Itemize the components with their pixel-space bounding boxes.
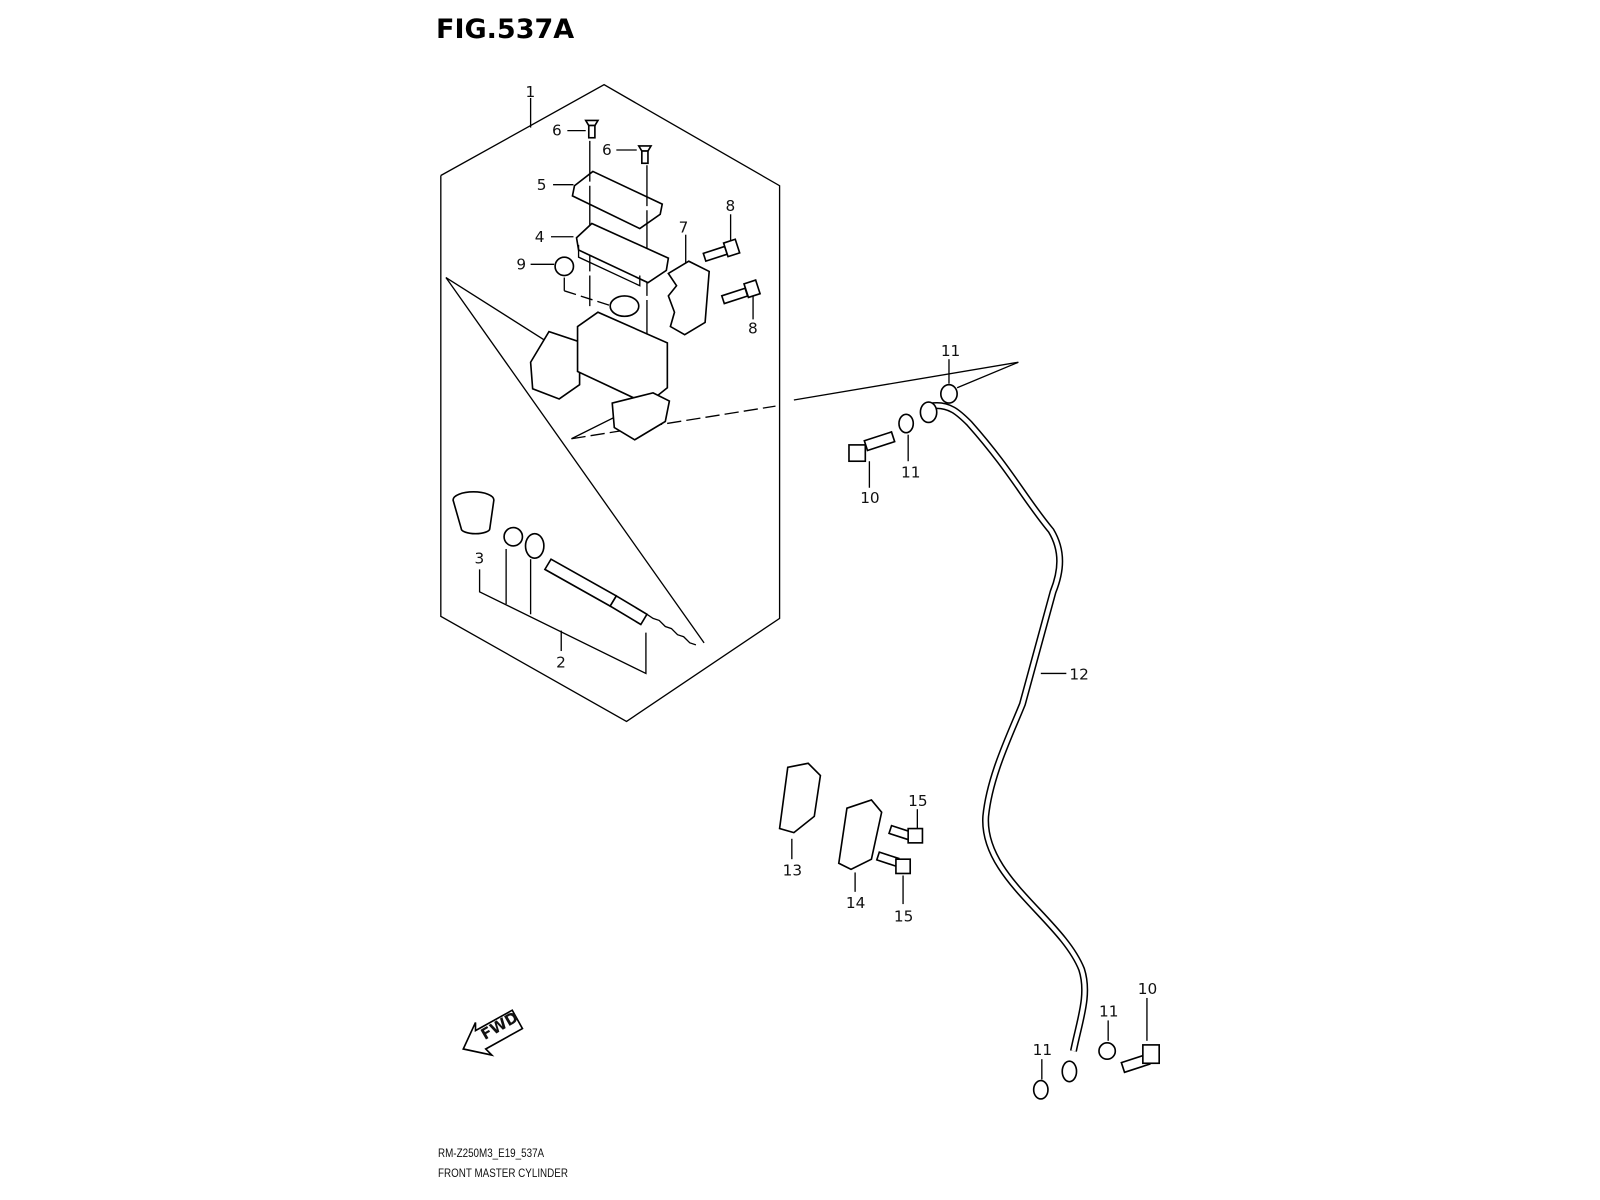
callout-8[interactable]: 8 <box>748 320 758 338</box>
figure-code: RM-Z250M3_E19_537A <box>438 1146 545 1160</box>
callout-11[interactable]: 11 <box>941 342 960 360</box>
callout-9[interactable]: 9 <box>516 255 526 273</box>
circlip[interactable] <box>503 526 524 547</box>
callout-14[interactable]: 14 <box>846 894 865 912</box>
hose-guide-14[interactable] <box>837 799 883 871</box>
callout-3[interactable]: 3 <box>474 549 484 567</box>
callout-labels: 1 6 6 5 4 7 8 9 8 3 2 11 11 10 12 15 13 … <box>474 83 1157 1059</box>
clamp-7[interactable] <box>667 260 711 336</box>
washer-11[interactable] <box>1032 1079 1049 1100</box>
reservoir-cap[interactable] <box>571 170 664 230</box>
washer[interactable] <box>524 532 545 559</box>
callout-7[interactable]: 7 <box>679 219 689 237</box>
bolt-8a[interactable] <box>702 238 741 263</box>
washer-11[interactable] <box>1098 1042 1117 1060</box>
callout-15[interactable]: 15 <box>908 792 927 810</box>
washer-11[interactable] <box>940 383 958 404</box>
callout-11[interactable]: 11 <box>1033 1041 1052 1059</box>
fwd-arrow-icon: FWD <box>462 1008 524 1057</box>
banjo-bolt-10[interactable] <box>1120 1044 1160 1074</box>
callout-4[interactable]: 4 <box>535 228 545 246</box>
diaphragm-plate[interactable] <box>575 222 670 284</box>
callout-2[interactable]: 2 <box>556 653 566 671</box>
callout-11[interactable]: 11 <box>901 464 920 482</box>
bolt-15[interactable] <box>875 851 912 875</box>
callout-6[interactable]: 6 <box>602 141 612 159</box>
callout-1[interactable]: 1 <box>526 83 536 101</box>
callout-11[interactable]: 11 <box>1099 1002 1118 1020</box>
screw-6a[interactable] <box>584 119 600 139</box>
screw-6b[interactable] <box>637 145 653 165</box>
bolt-8b[interactable] <box>720 279 762 305</box>
assembly-outline <box>440 83 781 723</box>
callout-8[interactable]: 8 <box>726 197 736 215</box>
callout-10[interactable]: 10 <box>860 489 879 507</box>
callout-5[interactable]: 5 <box>537 176 547 194</box>
callout-12[interactable]: 12 <box>1069 666 1088 684</box>
callout-15[interactable]: 15 <box>894 907 913 925</box>
dust-boot[interactable] <box>452 491 495 535</box>
hose-guide-13[interactable] <box>778 762 822 834</box>
banjo-bolt-10[interactable] <box>848 430 896 463</box>
piston-assembly[interactable] <box>543 558 697 646</box>
callout-13[interactable]: 13 <box>783 862 802 880</box>
bolt-15[interactable] <box>888 824 924 844</box>
cap-9[interactable] <box>554 256 575 277</box>
master-cylinder-body[interactable] <box>529 295 671 441</box>
figure-name: FRONT MASTER CYLINDER <box>438 1166 568 1180</box>
washer-11[interactable] <box>898 413 915 434</box>
figure-title: FIG.537A <box>436 14 575 45</box>
callout-6[interactable]: 6 <box>552 122 562 140</box>
brake-hose[interactable] <box>930 402 1089 1052</box>
callout-10[interactable]: 10 <box>1138 980 1157 998</box>
